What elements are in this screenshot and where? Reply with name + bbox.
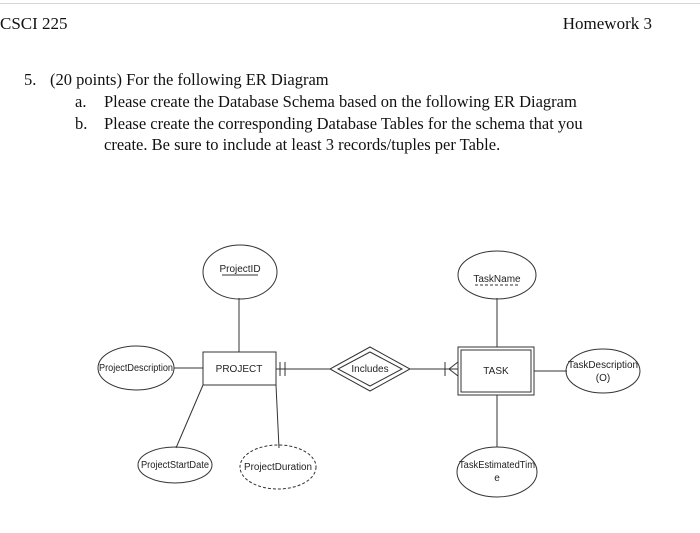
attr-taskname [457,250,537,300]
task-crowfoot-lower [448,368,459,377]
part-a-letter: a. [75,92,87,111]
entity-task [457,346,535,396]
entity-task-inner-border [460,349,532,393]
entity-project [202,351,277,386]
assignment-title: Homework 3 [562,14,652,33]
attr-projectdescription [97,345,175,391]
relationship-includes-inner [336,351,404,387]
header-rule [0,3,700,4]
label-includes: Includes [351,364,388,375]
course-code: CSCI 225 [0,14,68,33]
attr-projectstartdate [137,446,213,484]
part-a-text: Please create the Database Schema based … [104,92,577,111]
part-b-text-line1: Please create the corresponding Database… [104,114,583,133]
line-project-startdate [175,384,204,449]
attr-taskdescription [565,348,641,394]
question-number: 5. [24,70,37,89]
attr-taskestimatedtime [456,446,538,498]
task-crowfoot-upper [448,361,459,370]
label-taskname: TaskName [473,274,521,285]
attr-projectduration [239,444,317,490]
label-taskestimatedtime-cont: e [494,473,500,484]
part-b-text-line2: create. Be sure to include at least 3 re… [104,135,501,154]
label-taskestimatedtime: TaskEstimatedTim [459,460,535,471]
label-projectstartdate: ProjectStartDate [141,460,209,471]
label-projectduration: ProjectDuration [244,462,312,473]
label-taskdescription: TaskDescription [568,360,638,371]
line-project-duration [275,384,280,449]
attr-projectid [202,244,278,300]
relationship-includes [328,346,412,392]
label-taskdescription-optional: (O) [596,373,610,384]
label-task: TASK [483,366,509,377]
part-b-letter: b. [75,114,88,133]
question-text: (20 points) For the following ER Diagram [50,70,329,89]
label-projectid: ProjectID [219,264,260,275]
label-project: PROJECT [216,364,263,375]
label-projectdescription: ProjectDescription [99,363,173,374]
